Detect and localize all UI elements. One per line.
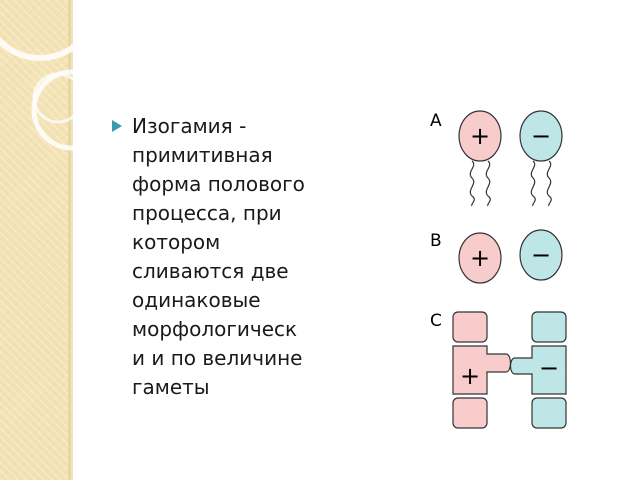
minus-sign-a: − [531,122,551,150]
minus-sign-b: − [531,241,551,269]
flagellum-plus-a-2 [485,160,491,207]
plus-sign-a: + [470,122,490,150]
slide-text-block: Изогамия - примитивная форма полового пр… [112,112,362,402]
gametes-row-c: C + − [430,311,567,429]
decorative-ring-inner [32,72,84,124]
gamete-minus-a [519,110,563,162]
bullet-icon [112,120,122,132]
gamete-minus-b [519,229,563,281]
filament-minus-top-cell [531,311,567,343]
side-strip-edge [71,0,73,480]
flagellum-plus-a-1 [469,160,475,207]
flagellum-minus-a-2 [546,160,552,207]
filament-minus-bottom-cell [531,397,567,429]
gametes-row-a: A + − [430,110,563,207]
slide-paragraph: Изогамия - примитивная форма полового пр… [132,114,305,399]
filament-plus-bottom-cell [452,397,488,429]
decorative-ring-middle [31,69,113,151]
gamete-plus-a [458,110,502,162]
decorative-side-strip [0,0,71,480]
gamete-plus-b [458,232,502,284]
flagellum-minus-a-1 [530,160,536,207]
decorative-ring-top [0,0,99,61]
filament-plus-top-cell [452,311,488,343]
decorative-circles [0,0,113,151]
plus-sign-c: + [460,362,480,390]
row-a-label: A [430,111,442,131]
filament-minus-conjugating-cell [509,345,567,395]
row-b-label: B [430,231,442,251]
minus-sign-c: − [539,354,559,382]
isogamy-figure: A + − B + − C + − [430,110,567,429]
gametes-row-b: B + − [430,229,563,284]
row-c-label: C [430,311,442,331]
plus-sign-b: + [470,244,490,272]
